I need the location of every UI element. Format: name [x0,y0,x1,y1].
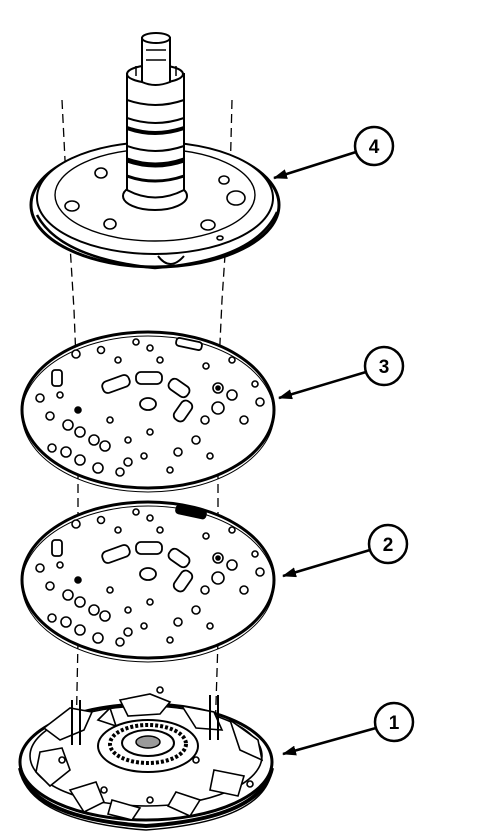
callout-4-arrow [273,150,357,180]
part-3-separator-plate [20,330,276,493]
callout-1-arrow [282,726,377,756]
plate-3-slots [51,337,203,423]
plate-2-slots [51,504,207,593]
callout-2-label: 2 [383,535,394,556]
callout-4-label: 4 [369,137,380,158]
part-2-separator-plate [20,500,276,663]
callout-1-circle [373,701,415,743]
shaft-grooves [126,99,185,183]
part-1-pump-body [18,686,274,831]
plate-3-holes [35,338,265,477]
callout-3-circle [363,345,405,387]
callout-3-arrow [278,370,367,400]
callout-4-circle [353,125,395,167]
callout-3: 3 [278,345,405,400]
part-4-stator-support [29,32,281,270]
plate-holes [64,167,246,241]
callout-2-arrow [282,548,371,578]
callout-4: 4 [273,125,395,180]
callout-3-label: 3 [379,357,390,378]
callout-1: 1 [282,701,415,756]
callout-2-circle [367,523,409,565]
alignment-pins [71,695,219,745]
pump-holes [58,686,254,804]
plate-2-holes [35,508,265,647]
callout-1-label: 1 [389,713,400,734]
callout-2: 2 [282,523,409,578]
